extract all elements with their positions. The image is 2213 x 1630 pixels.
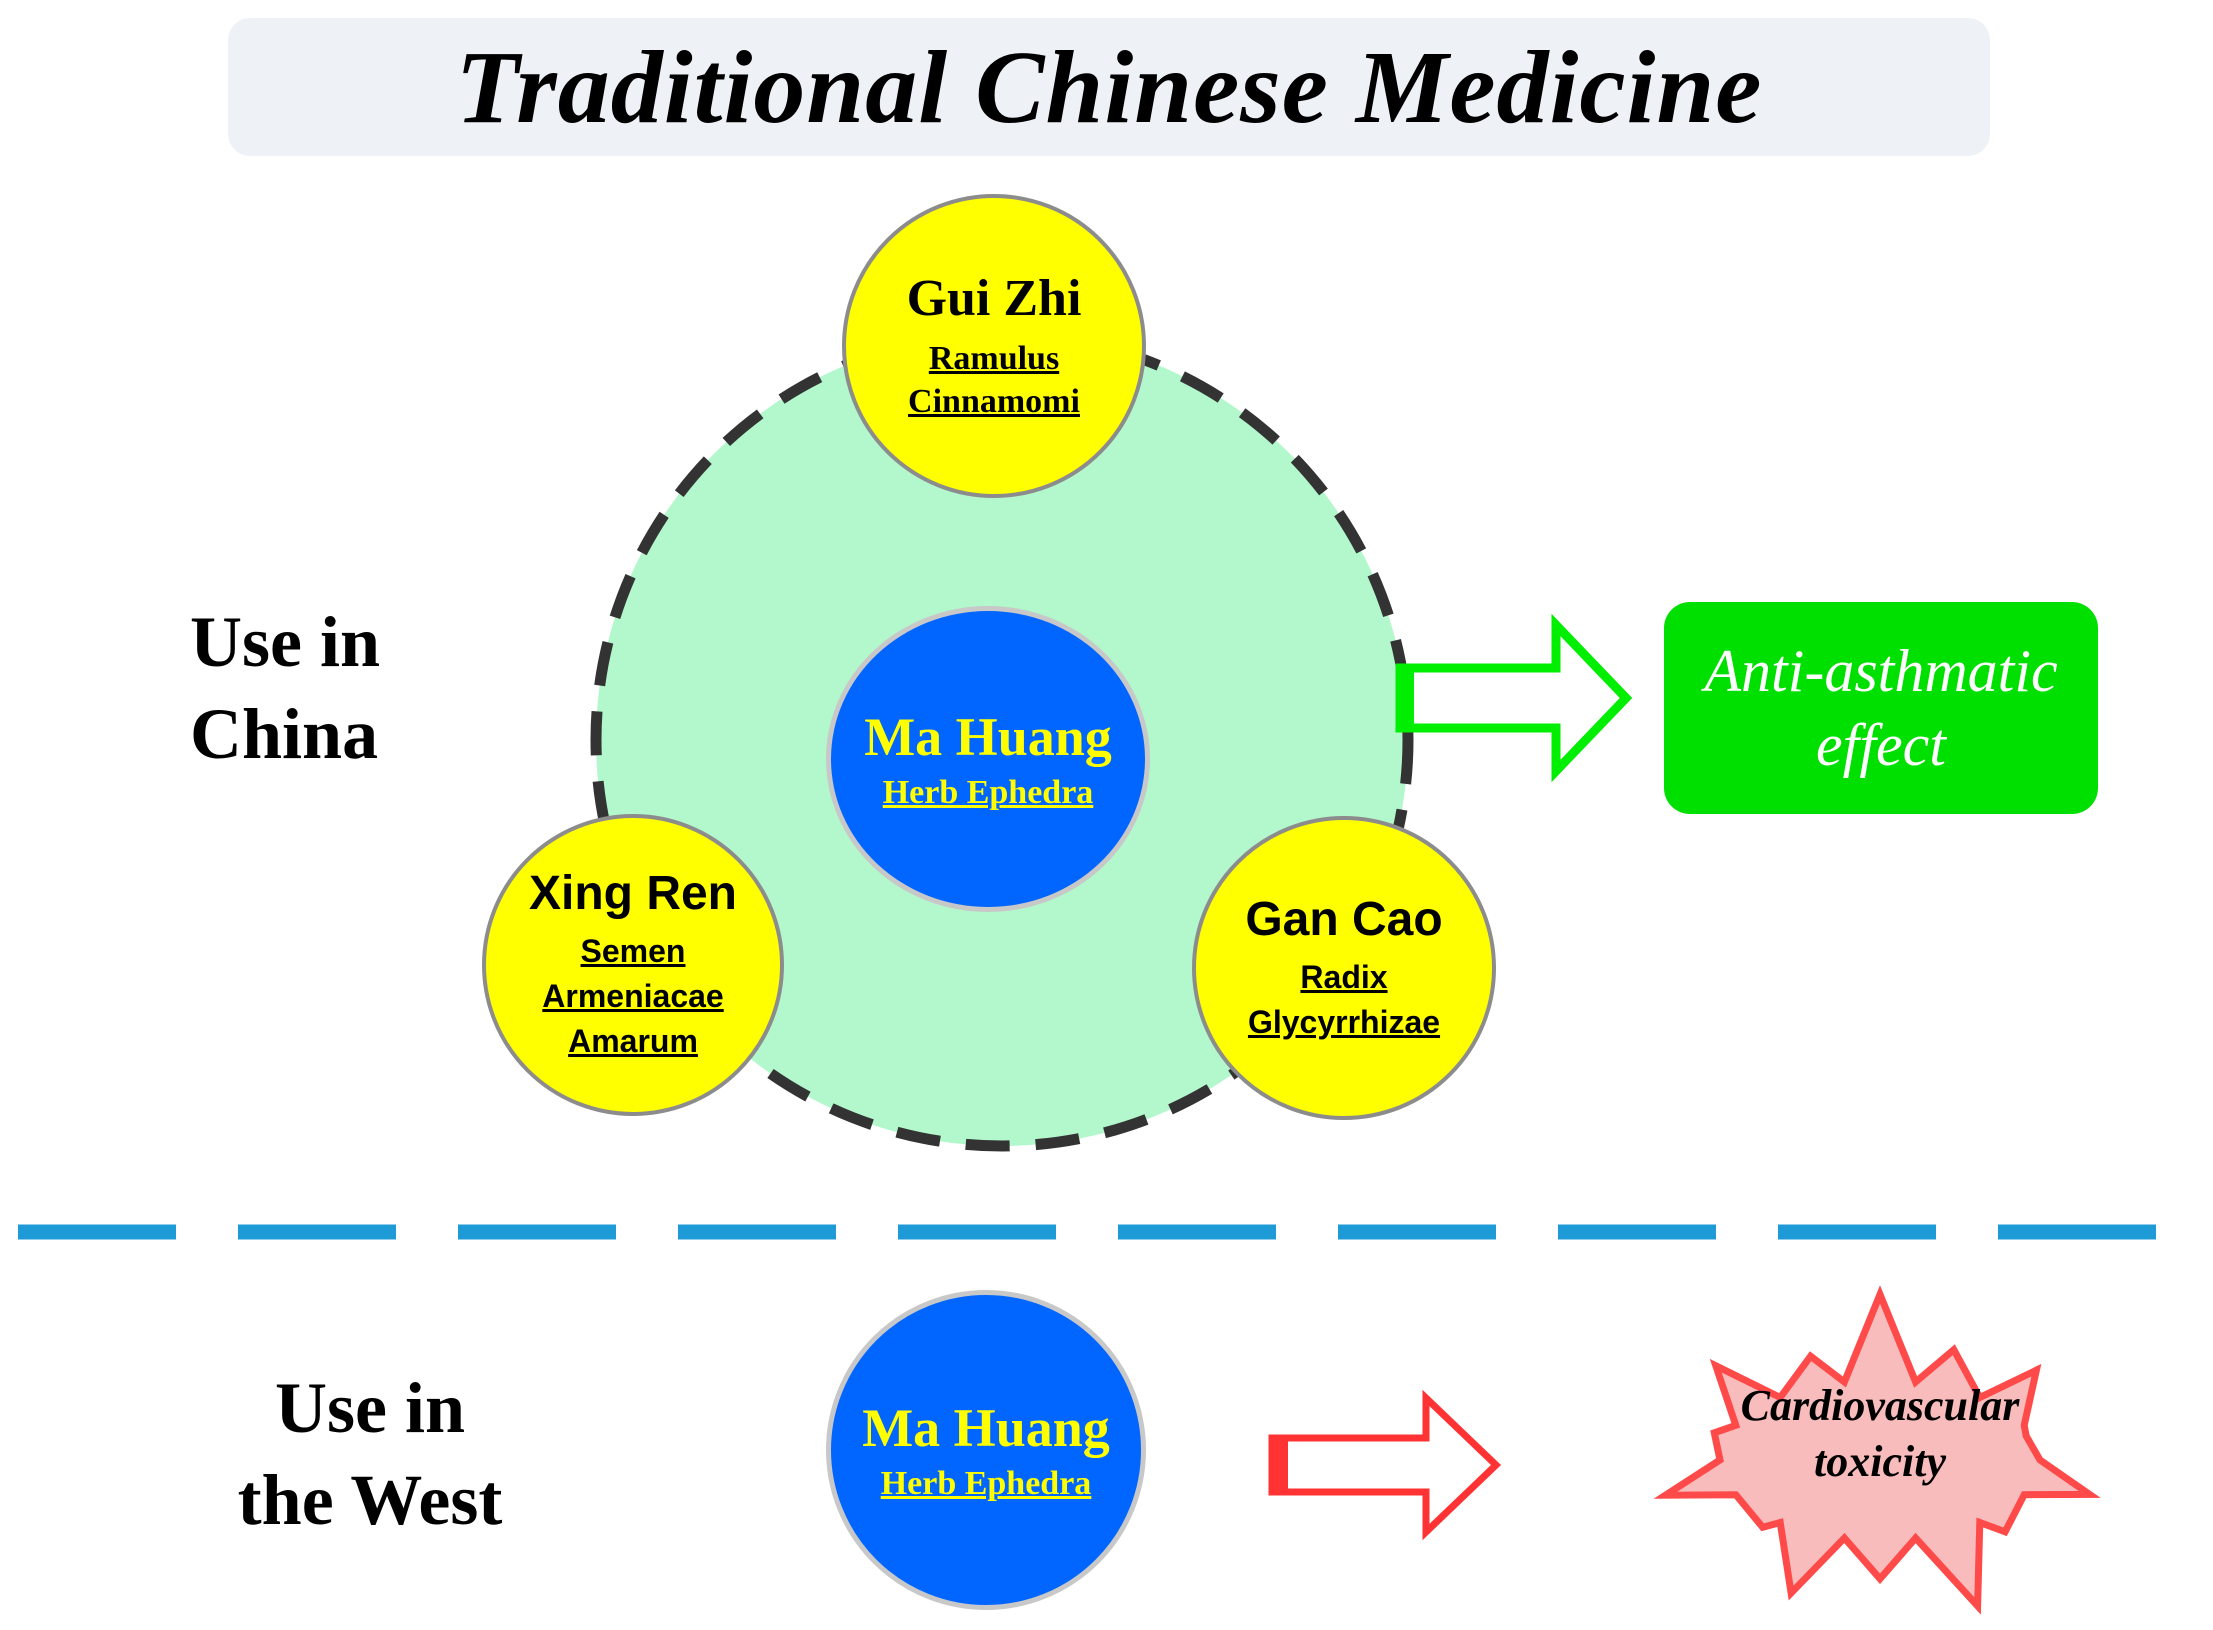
toxicity-line-1: Cardiovascular [1740,1381,2020,1430]
arrow-tail-green [1400,668,1414,728]
herb-latin-line: Amarum [568,1022,698,1059]
arrow-to-anti-asthmatic [1395,613,1633,783]
herb-name: Gui Zhi [906,270,1082,327]
effect-line-2: effect [1816,712,1946,778]
herb-latin-line: Semen [580,933,686,970]
herb-xing-ren: Xing Ren Semen Armeniacae Amarum [482,814,784,1116]
use-in-china-line-1: Use in [190,602,381,682]
herb-gan-cao: Gan Cao Radix Glycyrrhizae [1192,816,1496,1120]
arrow-tail-red [1272,1438,1288,1492]
use-in-west-label: Use in the West [200,1362,540,1546]
herb-gui-zhi: Gui Zhi Ramulus Cinnamomi [842,194,1146,498]
title-banner: Traditional Chinese Medicine [228,18,1990,156]
use-in-west-line-2: the West [237,1460,503,1540]
herb-latin-line: Cinnamomi [908,382,1080,420]
herb-latin-line: Glycyrrhizae [1247,1003,1441,1040]
herb-ma-huang-west: Ma Huang Herb Ephedra [826,1290,1146,1610]
herb-latin-line: Radix [1300,958,1388,995]
toxicity-burst-shape [1653,1285,2101,1615]
herb-name: Ma Huang [862,1398,1110,1458]
anti-asthmatic-effect-box: Anti-asthmatic effect [1664,602,2098,814]
effect-line-1: Anti-asthmatic [1704,638,2058,704]
herb-ma-huang-china: Ma Huang Herb Ephedra [826,606,1150,912]
herb-latin-line: Herb Ephedra [880,1465,1092,1502]
herb-name: Xing Ren [528,867,737,921]
herb-latin-line: Ramulus [928,340,1060,377]
use-in-china-label: Use in China [190,596,450,780]
toxicity-line-2: toxicity [1814,1437,1946,1486]
use-in-west-line-1: Use in [274,1368,466,1448]
use-in-china-line-2: China [190,694,379,774]
herb-latin-line: Armeniacae [542,978,724,1015]
herb-name: Ma Huang [864,707,1112,767]
cardiovascular-toxicity-label: Cardiovascular toxicity [1660,1378,2100,1490]
herb-name: Gan Cao [1245,892,1443,946]
herb-latin-line: Herb Ephedra [882,774,1094,811]
page-title: Traditional Chinese Medicine [455,29,1763,145]
arrow-to-cardiovascular-toxicity [1268,1389,1502,1541]
